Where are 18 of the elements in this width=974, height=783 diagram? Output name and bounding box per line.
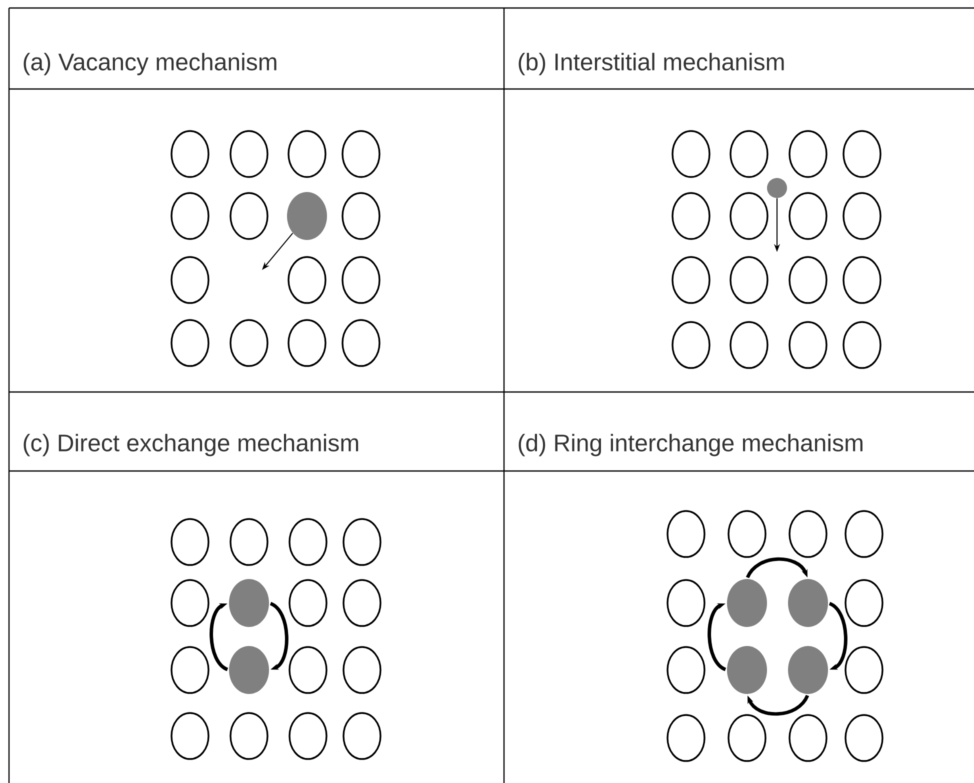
arrow: [210, 603, 228, 672]
arrow: [270, 602, 288, 670]
arrow: [746, 557, 808, 578]
atom: [727, 579, 767, 627]
panel-heading: (c) Direct exchange mechanism: [24, 434, 358, 456]
atom: [229, 579, 269, 627]
atom: [229, 646, 269, 694]
panel-heading: (d) Ring interchange mechanism: [518, 434, 862, 456]
atom: [788, 646, 828, 694]
arrow: [708, 603, 726, 672]
arrow: [828, 602, 848, 670]
atom: [727, 646, 767, 694]
atom: [767, 178, 787, 198]
atom: [287, 192, 327, 240]
arrow: [748, 694, 810, 716]
panel-heading: (b) Interstitial mechanism: [518, 52, 784, 76]
panel-heading: (a) Vacancy mechanism: [24, 52, 276, 76]
atom: [788, 579, 828, 627]
